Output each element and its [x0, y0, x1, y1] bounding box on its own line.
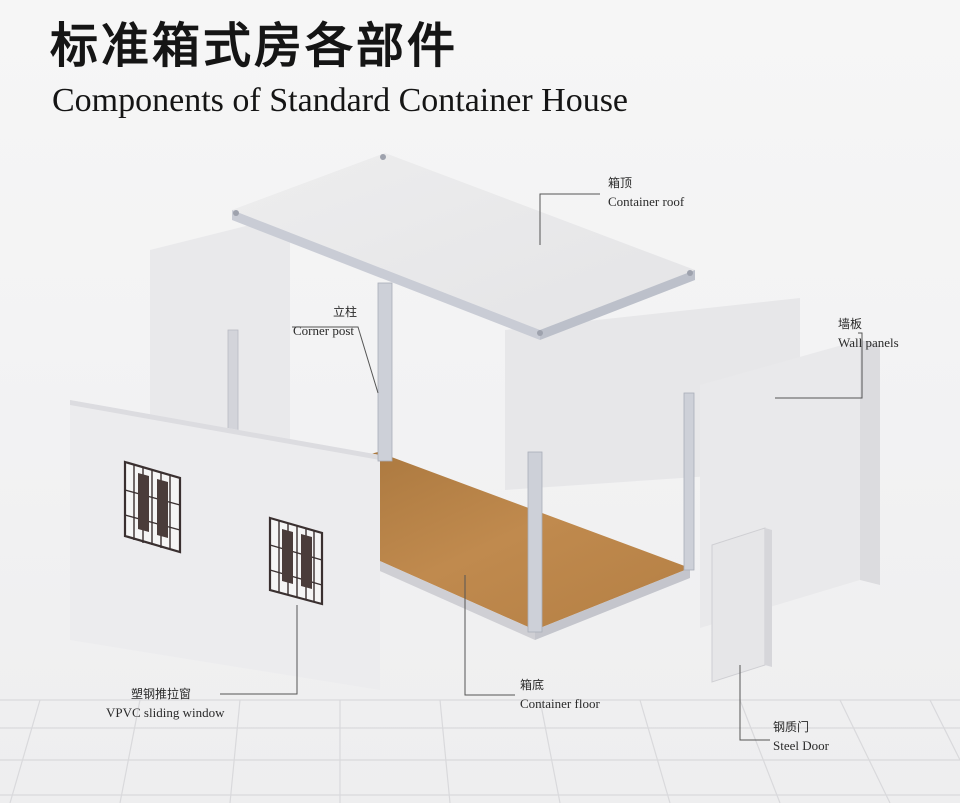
label-steel-door-cn: 钢质门 [773, 720, 810, 734]
label-container-floor-en: Container floor [520, 696, 600, 711]
leader-lines [220, 193, 863, 741]
label-container-floor: 箱底 Container floor [520, 678, 600, 712]
label-sliding-window-cn: 塑钢推拉窗 [131, 687, 192, 701]
corner-post-right [683, 392, 695, 571]
leader-wall-panels [775, 332, 863, 399]
corner-post-back-left [377, 282, 393, 462]
label-corner-post-cn: 立柱 [333, 305, 358, 319]
label-wall-panels-cn: 墙板 [838, 317, 863, 331]
page-title-english: Components of Standard Container House [52, 82, 629, 119]
label-steel-door-en: Steel Door [773, 738, 829, 753]
label-wall-panels: 墙板 Wall panels [838, 317, 899, 351]
steel-door [711, 527, 772, 683]
label-container-roof-en: Container roof [608, 194, 685, 209]
label-sliding-window: 塑钢推拉窗 VPVC sliding window [106, 687, 224, 721]
corner-post-front [527, 451, 543, 633]
leader-window [220, 605, 298, 695]
leader-door [739, 665, 770, 741]
label-corner-post: 立柱 Corner post [293, 305, 357, 339]
label-corner-post-en: Corner post [293, 323, 355, 338]
label-container-roof: 箱顶 Container roof [608, 176, 684, 210]
tiled-floor [0, 699, 960, 803]
label-container-floor-cn: 箱底 [520, 678, 545, 692]
label-sliding-window-en: VPVC sliding window [106, 705, 225, 720]
label-container-roof-cn: 箱顶 [608, 176, 633, 190]
sliding-window-1 [123, 460, 182, 554]
right-wall-edge [860, 340, 880, 585]
container-roof [232, 153, 695, 340]
label-steel-door: 钢质门 Steel Door [773, 720, 829, 754]
leader-roof [539, 193, 600, 245]
sliding-window-2 [268, 516, 324, 606]
leader-corner-post [292, 326, 379, 394]
leader-floor [464, 575, 515, 696]
page-title-chinese: 标准箱式房各部件 [50, 18, 459, 74]
corner-posts [377, 282, 695, 633]
label-wall-panels-en: Wall panels [838, 335, 899, 350]
